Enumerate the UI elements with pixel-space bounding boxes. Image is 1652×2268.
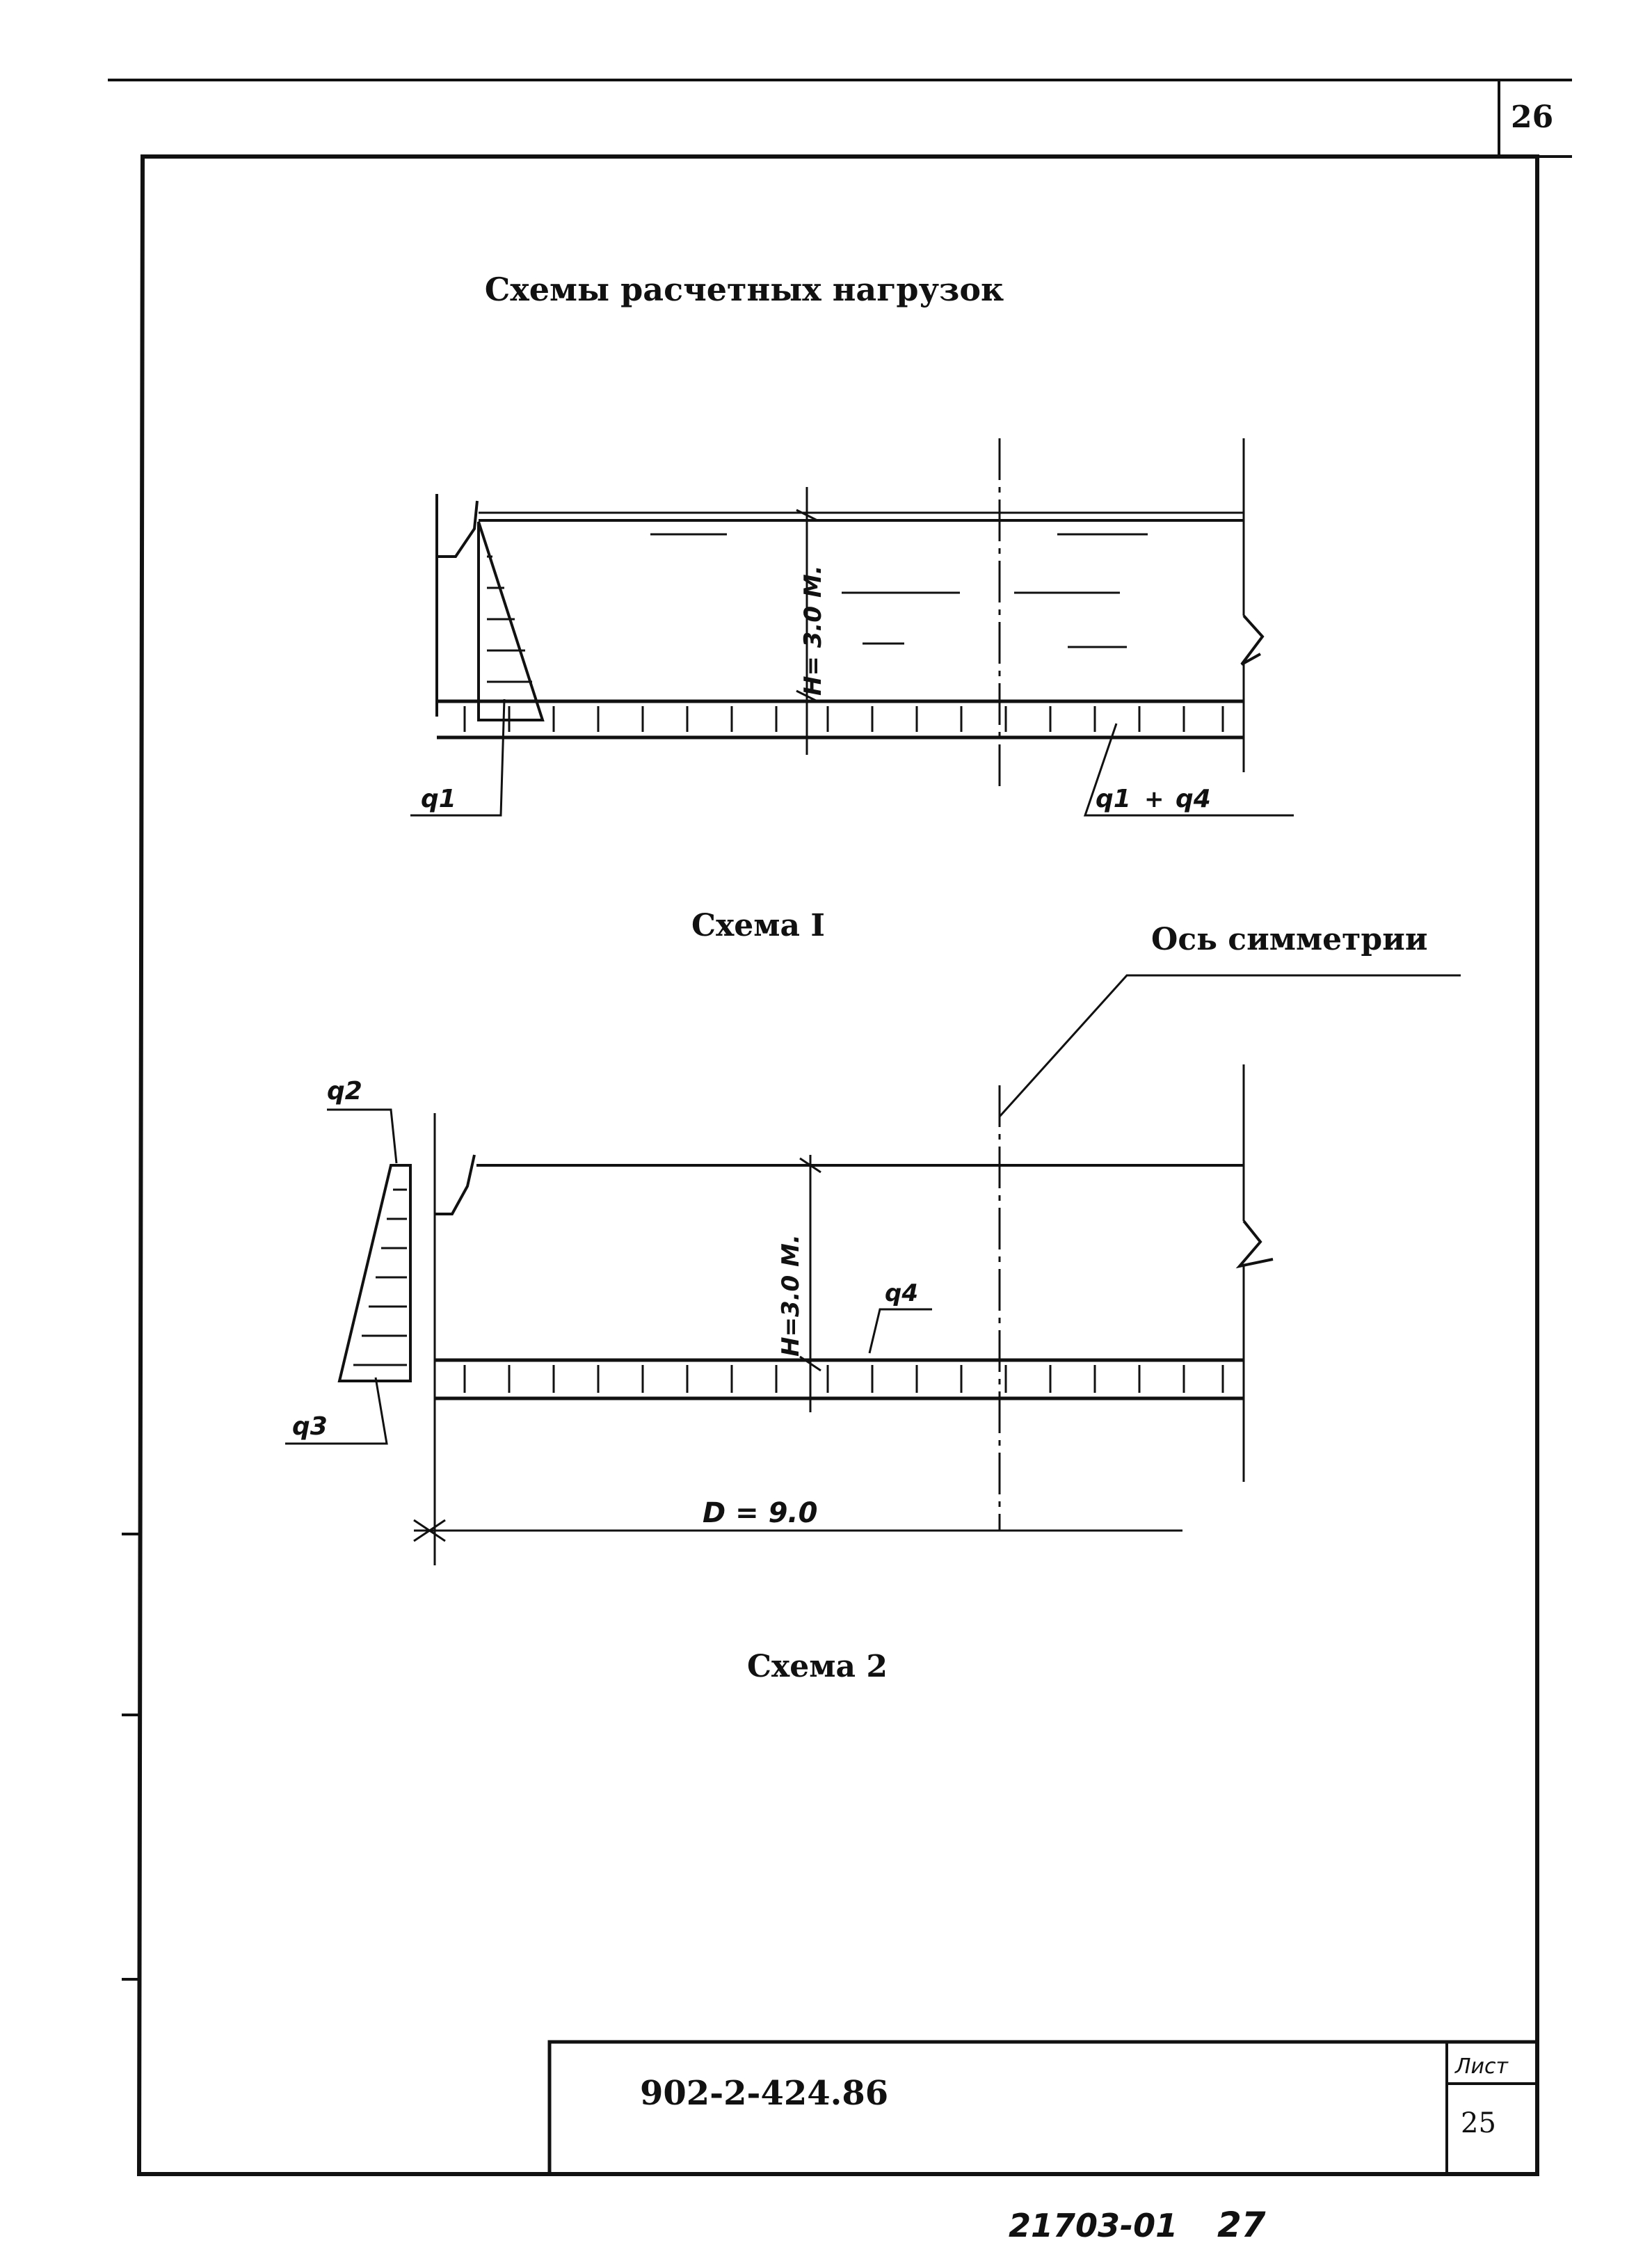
scheme-2	[285, 974, 1461, 1565]
scheme2-leader-q4	[868, 1308, 932, 1354]
scheme1-label-plus: +	[1144, 785, 1164, 813]
scheme1-label-q4: q4	[1176, 785, 1211, 813]
scheme2-caption: Схема 2	[747, 1649, 888, 1684]
scheme1-label-q1: q1	[421, 785, 456, 813]
archive-page: 27	[1217, 2205, 1266, 2245]
scheme1-hydrostatic-arrows	[487, 555, 532, 683]
sheet-label: Лист	[1454, 2054, 1509, 2079]
symmetry-axis-label: Ось симметрии	[1151, 922, 1427, 957]
document-code: 902-2-424.86	[640, 2074, 888, 2113]
scheme2-wall-top	[435, 1154, 476, 1215]
scheme2-break-mark	[1235, 1220, 1274, 1269]
scheme2-earth-pressure-trapezoid	[337, 1164, 412, 1382]
page-number: 26	[1511, 99, 1553, 135]
scheme1-hydrostatic-triangle	[477, 521, 545, 721]
page-title: Схемы расчетных нагрузок	[485, 271, 1004, 308]
scheme1-break-mark	[1240, 614, 1265, 666]
sheet-number: 25	[1461, 2107, 1496, 2139]
scheme1-wall-top	[437, 500, 479, 558]
archive-number: 21703-01	[1009, 2207, 1178, 2244]
scheme2-earth-pressure-arrows	[353, 1188, 407, 1366]
scheme2-slab-load-arrows	[463, 1365, 1224, 1393]
scheme2-leader-q2	[327, 1108, 398, 1164]
scheme2-label-q2: q2	[327, 1077, 362, 1105]
scheme1-slab-load-arrows	[463, 706, 1224, 732]
symmetry-axis-leader	[998, 974, 1461, 1118]
scheme-1	[410, 438, 1294, 817]
scheme1-leader-q1	[410, 698, 506, 817]
scheme2-diameter-label: D = 9.0	[703, 1497, 817, 1529]
scheme2-height-label: H=3.0 M.	[777, 1234, 805, 1357]
scheme2-label-q3: q3	[292, 1412, 328, 1441]
scheme2-label-q4: q4	[885, 1279, 918, 1307]
scheme1-water-dashes	[650, 533, 1148, 648]
scheme1-leader-q1-q4	[1083, 723, 1294, 817]
title-block-frame	[547, 2040, 1539, 2176]
scheme1-caption: Схема I	[691, 908, 825, 943]
scheme2-leader-q3	[285, 1377, 388, 1445]
scheme1-height-label: H= 3.0 M.	[799, 565, 827, 696]
scheme1-label-q1-right: q1	[1096, 785, 1131, 813]
title-block	[547, 2040, 1539, 2176]
